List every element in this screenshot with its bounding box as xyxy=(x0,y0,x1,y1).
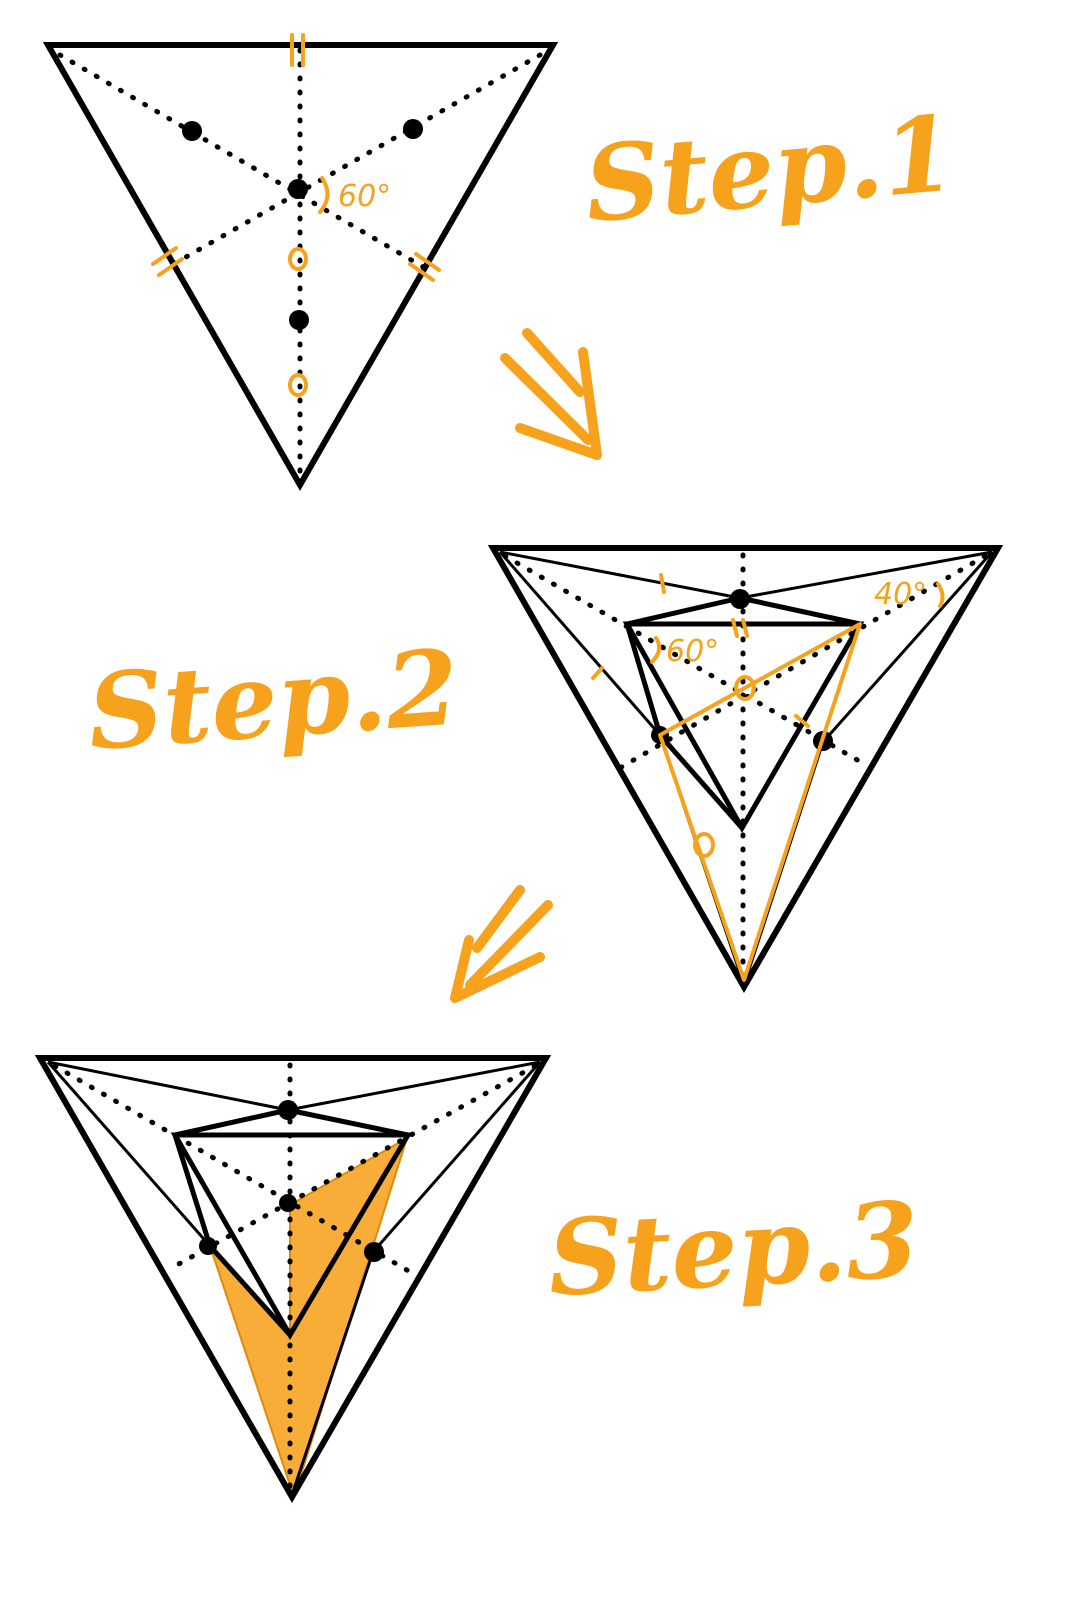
step3-top-cross-left xyxy=(174,1107,289,1138)
step2-median-left xyxy=(502,553,869,768)
step3-point-left xyxy=(199,1237,217,1255)
step1-tick-top xyxy=(290,33,305,67)
step3-point-center xyxy=(279,1194,297,1212)
step3-median-left xyxy=(52,1063,415,1276)
step2-label: Step.2 xyxy=(84,625,462,774)
step2-tick-2 xyxy=(591,666,604,680)
step2-chord-left xyxy=(499,550,741,600)
step1-tick-left xyxy=(151,246,184,277)
step2-side-left-inner xyxy=(498,551,662,736)
step1-equal-mark-lower xyxy=(288,373,308,397)
step1-point-lower xyxy=(289,310,309,330)
step1-label: Step.1 xyxy=(580,91,960,246)
step2-equal-mark-lower xyxy=(693,832,715,858)
step1-point-center xyxy=(288,179,308,199)
step3-inner-triangle xyxy=(170,1132,413,1340)
step1-angle-label: 60° xyxy=(338,179,391,214)
step1-point-right xyxy=(403,119,423,139)
step3-chord-right xyxy=(287,1060,541,1112)
arrow-down-right-icon xyxy=(500,328,602,460)
step2-equal-mark-center xyxy=(734,675,756,701)
step2-angle-arc-60 xyxy=(650,636,662,664)
step3-point-right xyxy=(364,1242,384,1262)
step2-tick-1 xyxy=(659,573,666,594)
step1-triangle xyxy=(42,42,559,492)
step1-tick-right xyxy=(408,252,441,282)
step1-median-right xyxy=(169,52,543,268)
step2-angle-arc-40 xyxy=(936,582,945,608)
step2-top-cross-left xyxy=(626,595,741,627)
step3-top-cross-right xyxy=(287,1107,409,1138)
step3-figure xyxy=(34,1055,552,1504)
step2-figure: 60° 40° xyxy=(487,545,1004,994)
step2-tick-3 xyxy=(794,714,810,728)
step2-angle-40-label: 40° xyxy=(874,577,927,612)
step1-equal-mark-upper xyxy=(288,247,308,271)
step2-outer-triangle xyxy=(487,545,1004,994)
step2-top-cross-right xyxy=(739,595,861,627)
step2-chord-right xyxy=(739,550,993,600)
step2-side-right-inner xyxy=(821,551,994,743)
step1-angle-arc xyxy=(318,176,330,214)
step2-angle-60-label: 60° xyxy=(666,634,719,669)
step3-outer-triangle xyxy=(34,1055,552,1504)
step3-chord-left xyxy=(47,1060,289,1112)
step3-side-left-inner xyxy=(46,1061,212,1247)
arrow-down-left-icon xyxy=(450,885,553,1003)
step2-tick-double xyxy=(731,618,749,638)
step3-median-right xyxy=(165,1063,538,1273)
step1-figure: 60° xyxy=(42,33,559,492)
step3-side-right-inner xyxy=(371,1061,542,1253)
step2-median-right xyxy=(610,553,988,775)
step3-point-top xyxy=(278,1100,298,1120)
step1-median-left xyxy=(57,52,428,271)
step1-point-left xyxy=(182,121,202,141)
step3-to-apex-right xyxy=(290,1251,375,1496)
step3-label: Step.3 xyxy=(545,1178,922,1320)
step2-point-top xyxy=(730,589,750,609)
